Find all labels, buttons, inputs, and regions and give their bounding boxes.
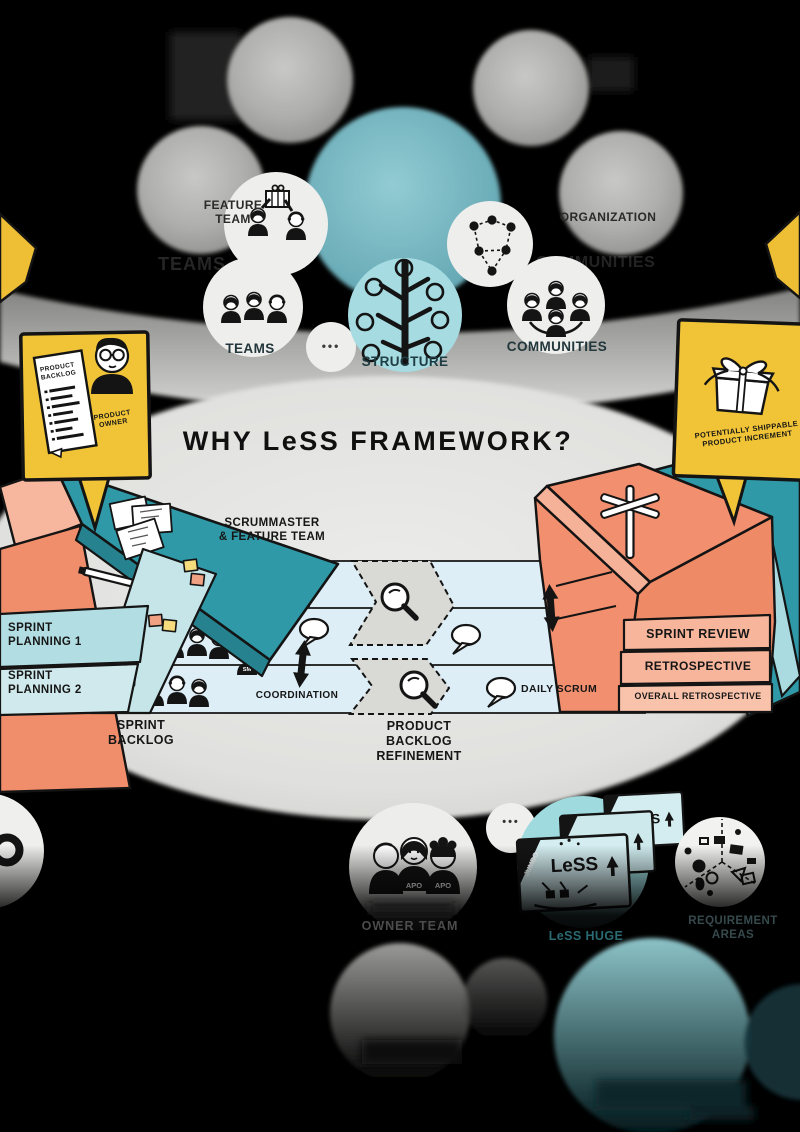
sprint-planning-2-step bbox=[0, 662, 140, 717]
overall-retrospective-step bbox=[617, 682, 774, 714]
sprint-planning-podium bbox=[0, 466, 340, 794]
shippable-increment-bubble bbox=[671, 318, 800, 527]
product-backlog-doc-icon bbox=[32, 349, 98, 459]
scrummaster-label: SCRUMMASTER& FEATURE TEAM bbox=[218, 517, 326, 543]
signpost-icon bbox=[600, 484, 660, 560]
sprint-planning-1-label: SPRINT PLANNING 1 bbox=[8, 622, 82, 648]
owner-team-label: OWNER TEAM bbox=[361, 919, 459, 933]
sprint-review-step bbox=[622, 613, 772, 652]
ellipsis-circle bbox=[306, 322, 356, 372]
sm-badge: SM bbox=[243, 667, 252, 673]
communities-icon bbox=[521, 280, 591, 338]
overall-retrospective-label: OVERALL RETROSPECTIVE bbox=[634, 691, 762, 701]
sprint-planning-1-step bbox=[0, 604, 150, 669]
coordination-label: COORDINATION bbox=[255, 690, 339, 701]
product-owner-bubble bbox=[19, 330, 152, 534]
ghost-teams-text: TEAMS bbox=[158, 254, 226, 274]
network-icon bbox=[469, 215, 516, 276]
backlog-papers bbox=[108, 495, 173, 561]
ellipsis-bottom-label: ••• bbox=[502, 816, 520, 828]
retrospective-label: RETROSPECTIVE bbox=[644, 659, 752, 673]
ellipsis-top-label: ••• bbox=[321, 339, 341, 353]
left-yellow-wedge bbox=[0, 212, 38, 304]
communities-label: COMMUNITIES bbox=[506, 339, 608, 354]
retrospective-step bbox=[619, 648, 772, 686]
less-huge-label: LeSS HUGE bbox=[548, 929, 624, 943]
gift-giving-icon bbox=[247, 184, 308, 242]
faded-bottom-smudges bbox=[362, 903, 754, 1120]
page-title: WHY LeSS FRAMEWORK? bbox=[182, 426, 574, 456]
structure-label: STRUCTURE bbox=[361, 354, 449, 369]
apple-tree-icon bbox=[355, 258, 450, 366]
right-yellow-wedge bbox=[764, 210, 800, 300]
gift-box-icon bbox=[703, 357, 780, 416]
daily-scrum-label: DAILY SCRUM bbox=[521, 683, 598, 695]
organization-label: ORGANIZATION bbox=[559, 210, 657, 224]
bottom-fade bbox=[0, 845, 800, 945]
sprint-planning-2-label: SPRINT PLANNING 2 bbox=[8, 670, 82, 696]
sprint-review-label: SPRINT REVIEW bbox=[646, 627, 750, 641]
product-owner-portrait bbox=[91, 337, 133, 394]
sprint-review-block bbox=[533, 462, 777, 714]
refinement-chevrons bbox=[347, 560, 456, 715]
teams-label: TEAMS bbox=[225, 341, 275, 356]
icon-circle-row bbox=[203, 172, 605, 372]
